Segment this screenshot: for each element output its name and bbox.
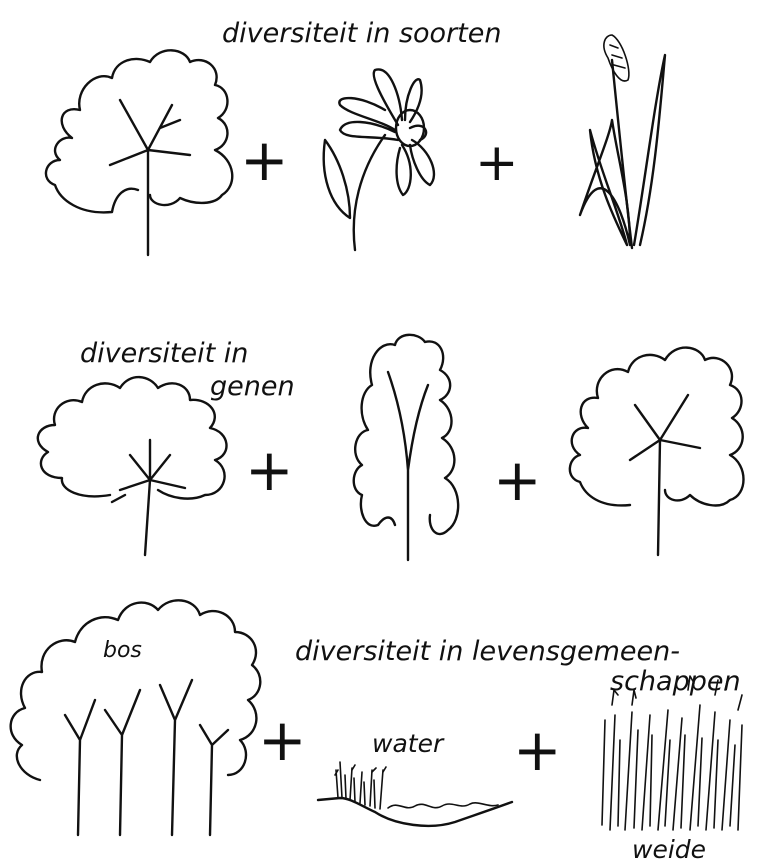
- meadow-drawing: weide: [602, 676, 742, 861]
- flower-drawing: [324, 69, 434, 250]
- row-species: diversiteit in soorten + +: [46, 18, 665, 255]
- forest-label: bos: [103, 638, 142, 663]
- tree-drawing: [570, 348, 744, 555]
- communities-caption-line2: schappen: [610, 666, 741, 697]
- communities-caption-line1: diversiteit in levensgemeen-: [295, 636, 680, 667]
- tree-drawing: [38, 377, 227, 555]
- water-drawing: water: [318, 729, 512, 826]
- tree-drawing: [46, 50, 232, 255]
- row-communities: diversiteit in levensgemeen- schappen bo…: [11, 600, 742, 861]
- forest-drawing: bos: [11, 600, 261, 835]
- plus-sign: +: [475, 133, 519, 193]
- row-genes: diversiteit in genen + +: [38, 335, 744, 560]
- genes-caption-line1: diversiteit in: [80, 338, 248, 369]
- genes-caption-line2: genen: [210, 371, 295, 402]
- species-caption: diversiteit in soorten: [222, 18, 501, 49]
- plus-sign: +: [258, 706, 307, 774]
- tree-drawing: [354, 335, 458, 560]
- plus-sign: +: [240, 126, 289, 194]
- plus-sign: +: [513, 716, 562, 784]
- meadow-label: weide: [632, 835, 706, 861]
- water-label: water: [372, 729, 445, 758]
- plus-sign: +: [493, 446, 542, 514]
- grass-drawing: [580, 35, 665, 248]
- plus-sign: +: [245, 436, 294, 504]
